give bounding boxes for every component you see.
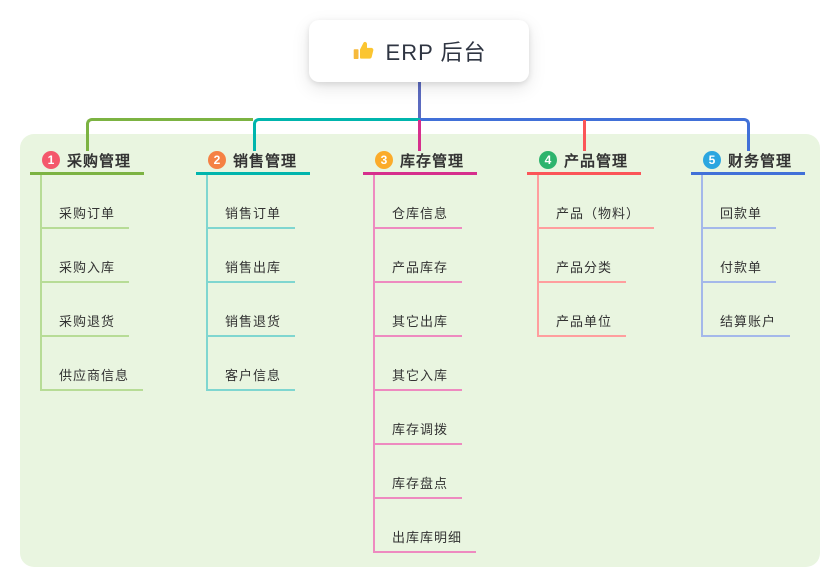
- child-node[interactable]: 出库库明细: [375, 499, 477, 553]
- child-node[interactable]: 销售出库: [208, 229, 296, 283]
- child-node[interactable]: 采购订单: [42, 175, 130, 229]
- branch-header-inventory[interactable]: 3 库存管理: [363, 148, 477, 175]
- child-node[interactable]: 仓库信息: [375, 175, 463, 229]
- branch-children: 销售订单销售出库销售退货客户信息: [206, 175, 296, 391]
- branch-children: 回款单付款单结算账户: [701, 175, 791, 337]
- branch-sales: 2 销售管理 销售订单销售出库销售退货客户信息: [196, 148, 310, 391]
- branch-product: 4 产品管理 产品（物料）产品分类产品单位: [527, 148, 655, 337]
- connector-branch-purchase: [86, 118, 253, 151]
- branch-number-badge: 4: [539, 151, 557, 169]
- branch-children: 产品（物料）产品分类产品单位: [537, 175, 655, 337]
- child-node[interactable]: 产品（物料）: [539, 175, 655, 229]
- branch-number-badge: 3: [375, 151, 393, 169]
- child-node[interactable]: 库存调拨: [375, 391, 463, 445]
- branch-inventory: 3 库存管理 仓库信息产品库存其它出库其它入库库存调拨库存盘点出库库明细: [363, 148, 477, 553]
- branch-header-finance[interactable]: 5 财务管理: [691, 148, 805, 175]
- child-node[interactable]: 产品库存: [375, 229, 463, 283]
- child-node[interactable]: 库存盘点: [375, 445, 463, 499]
- child-node[interactable]: 销售订单: [208, 175, 296, 229]
- branch-header-product[interactable]: 4 产品管理: [527, 148, 641, 175]
- child-node[interactable]: 产品分类: [539, 229, 627, 283]
- branch-label: 库存管理: [400, 152, 465, 170]
- branch-label: 采购管理: [67, 152, 132, 170]
- child-node[interactable]: 采购入库: [42, 229, 130, 283]
- connector-branch-finance: [420, 118, 750, 151]
- branch-label: 财务管理: [728, 152, 793, 170]
- branch-header-sales[interactable]: 2 销售管理: [196, 148, 310, 175]
- branch-number-badge: 5: [703, 151, 721, 169]
- thumbs-up-icon: [352, 39, 376, 63]
- child-node[interactable]: 供应商信息: [42, 337, 144, 391]
- root-title: ERP 后台: [385, 40, 487, 65]
- child-node[interactable]: 产品单位: [539, 283, 627, 337]
- child-node[interactable]: 回款单: [703, 175, 777, 229]
- root-connector-line: [418, 82, 421, 119]
- connector-branch-sales: [253, 118, 420, 151]
- branch-header-purchase[interactable]: 1 采购管理: [30, 148, 144, 175]
- branch-children: 仓库信息产品库存其它出库其它入库库存调拨库存盘点出库库明细: [373, 175, 477, 553]
- branch-number-badge: 2: [208, 151, 226, 169]
- child-node[interactable]: 其它入库: [375, 337, 463, 391]
- child-node[interactable]: 其它出库: [375, 283, 463, 337]
- child-node[interactable]: 客户信息: [208, 337, 296, 391]
- branch-purchase: 1 采购管理 采购订单采购入库采购退货供应商信息: [30, 148, 144, 391]
- branches-panel-background: [20, 134, 820, 567]
- child-node[interactable]: 销售退货: [208, 283, 296, 337]
- child-node[interactable]: 结算账户: [703, 283, 791, 337]
- branch-children: 采购订单采购入库采购退货供应商信息: [40, 175, 144, 391]
- root-node[interactable]: ERP 后台: [309, 20, 529, 82]
- child-node[interactable]: 采购退货: [42, 283, 130, 337]
- branch-number-badge: 1: [42, 151, 60, 169]
- connector-branch-inventory: [418, 120, 421, 151]
- branch-finance: 5 财务管理 回款单付款单结算账户: [691, 148, 805, 337]
- child-node[interactable]: 付款单: [703, 229, 777, 283]
- connector-branch-product: [583, 120, 586, 151]
- branch-label: 产品管理: [564, 152, 629, 170]
- branch-label: 销售管理: [233, 152, 298, 170]
